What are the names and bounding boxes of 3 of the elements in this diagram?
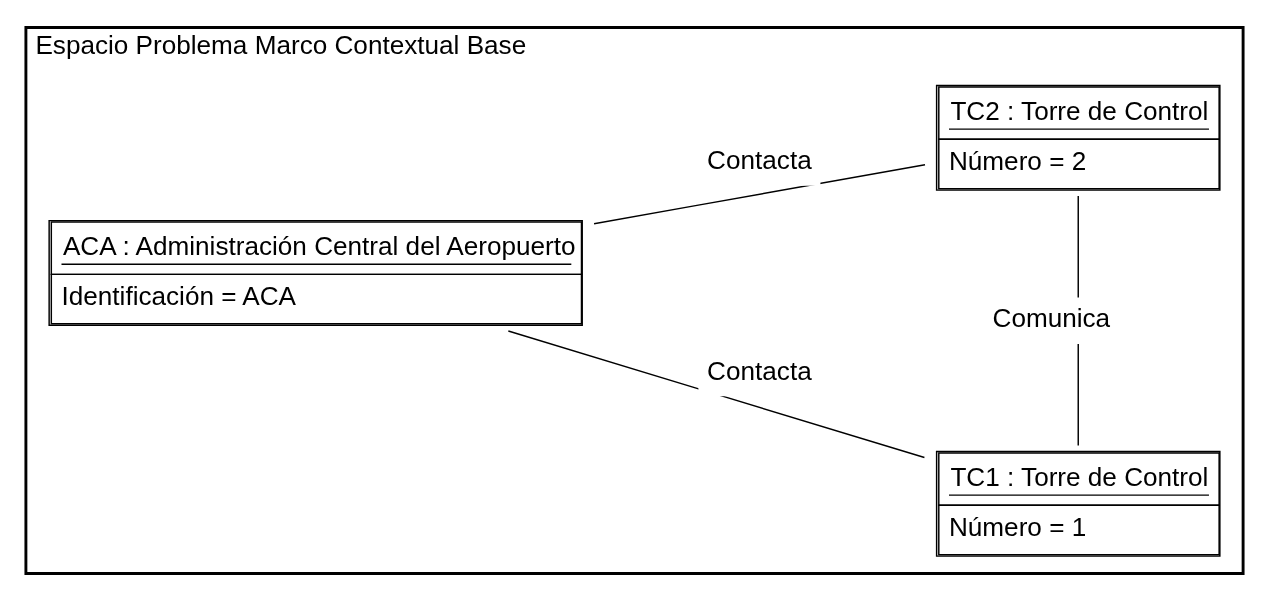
edge-label: Comunica [992,303,1111,334]
edge-label: Contacta [707,144,812,175]
edge-label: Contacta [707,355,812,386]
